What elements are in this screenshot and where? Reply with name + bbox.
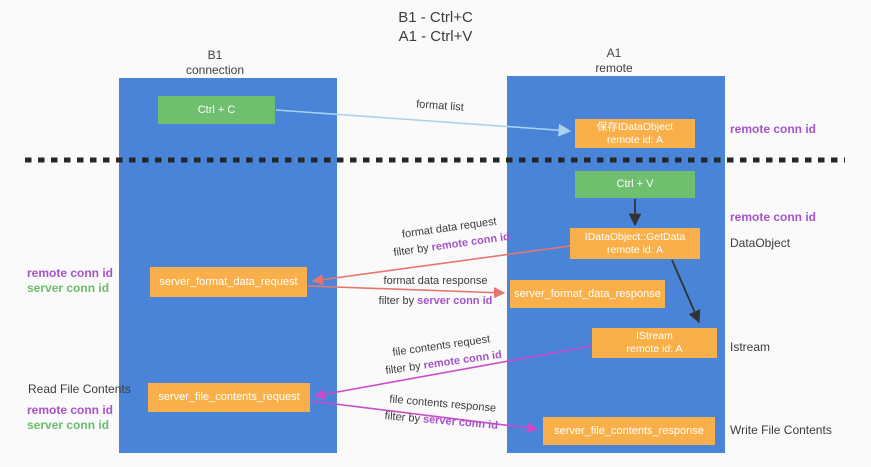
lane-header-a1: A1 remote: [505, 46, 723, 76]
node-server-format-data-response: server_format_data_response: [510, 280, 665, 308]
arrow-getdata-to-istream: [671, 259, 701, 324]
arrow-format-data-request: [311, 245, 571, 286]
label-istream: Istream: [730, 340, 771, 354]
arrow-format-list: [275, 109, 572, 137]
label-format-data-response-filter: filter by server conn id: [378, 295, 493, 307]
label-dataobject: DataObject: [730, 236, 791, 250]
label-left-remote-conn-id-2: remote conn id: [27, 403, 114, 417]
label-format-data-response-text: format data response: [383, 275, 488, 287]
node-save-idataobject: 保存IDataObject remote id: A: [575, 119, 695, 148]
lane-b1-name: B1: [207, 48, 223, 62]
node-ctrl-v: Ctrl + V: [575, 171, 695, 198]
arrow-file-contents-response: [310, 400, 539, 434]
node-istream-line1: IStream: [636, 330, 673, 342]
node-istream-line2: remote id: A: [626, 343, 683, 355]
page-title: B1 - Ctrl+C A1 - Ctrl+V: [0, 8, 871, 46]
lane-a1-name: A1: [606, 46, 622, 60]
label-remote-conn-id-top: remote conn id: [730, 122, 817, 136]
node-idataobject-getdata: IDataObject::GetData remote id: A: [570, 228, 700, 259]
label-write-file-contents: Write File Contents: [730, 423, 832, 437]
node-server-format-data-request: server_format_data_request: [150, 267, 307, 297]
arrow-format-data-response: [307, 285, 506, 299]
node-server-file-contents-request: server_file_contents_request: [148, 383, 310, 412]
lane-header-b1: B1 connection: [106, 48, 324, 78]
label-read-file-contents: Read File Contents: [28, 382, 131, 396]
node-ctrl-c: Ctrl + C: [158, 96, 275, 124]
node-server-file-contents-response: server_file_contents_response: [543, 417, 715, 445]
label-left-server-conn-id-1: server conn id: [27, 281, 110, 295]
node-getdata-line2: remote id: A: [606, 243, 664, 256]
node-getdata-line1: IDataObject::GetData: [584, 230, 686, 243]
title-line-1: B1 - Ctrl+C: [398, 9, 473, 26]
title-line-2: A1 - Ctrl+V: [398, 28, 473, 45]
node-save-idataobject-line2: remote id: A: [606, 133, 664, 146]
node-istream: IStream remote id: A: [592, 328, 717, 358]
label-left-remote-conn-id-1: remote conn id: [27, 266, 114, 280]
label-format-data-response: format data response filter by server co…: [368, 275, 503, 307]
node-save-idataobject-line1: 保存IDataObject: [596, 120, 674, 133]
label-left-server-conn-id-2: server conn id: [27, 418, 110, 432]
lane-a1-role: remote: [595, 61, 633, 75]
arrow-file-contents-request: [313, 345, 593, 400]
label-remote-conn-id-mid: remote conn id: [730, 210, 817, 224]
lane-b1-role: connection: [185, 63, 245, 77]
